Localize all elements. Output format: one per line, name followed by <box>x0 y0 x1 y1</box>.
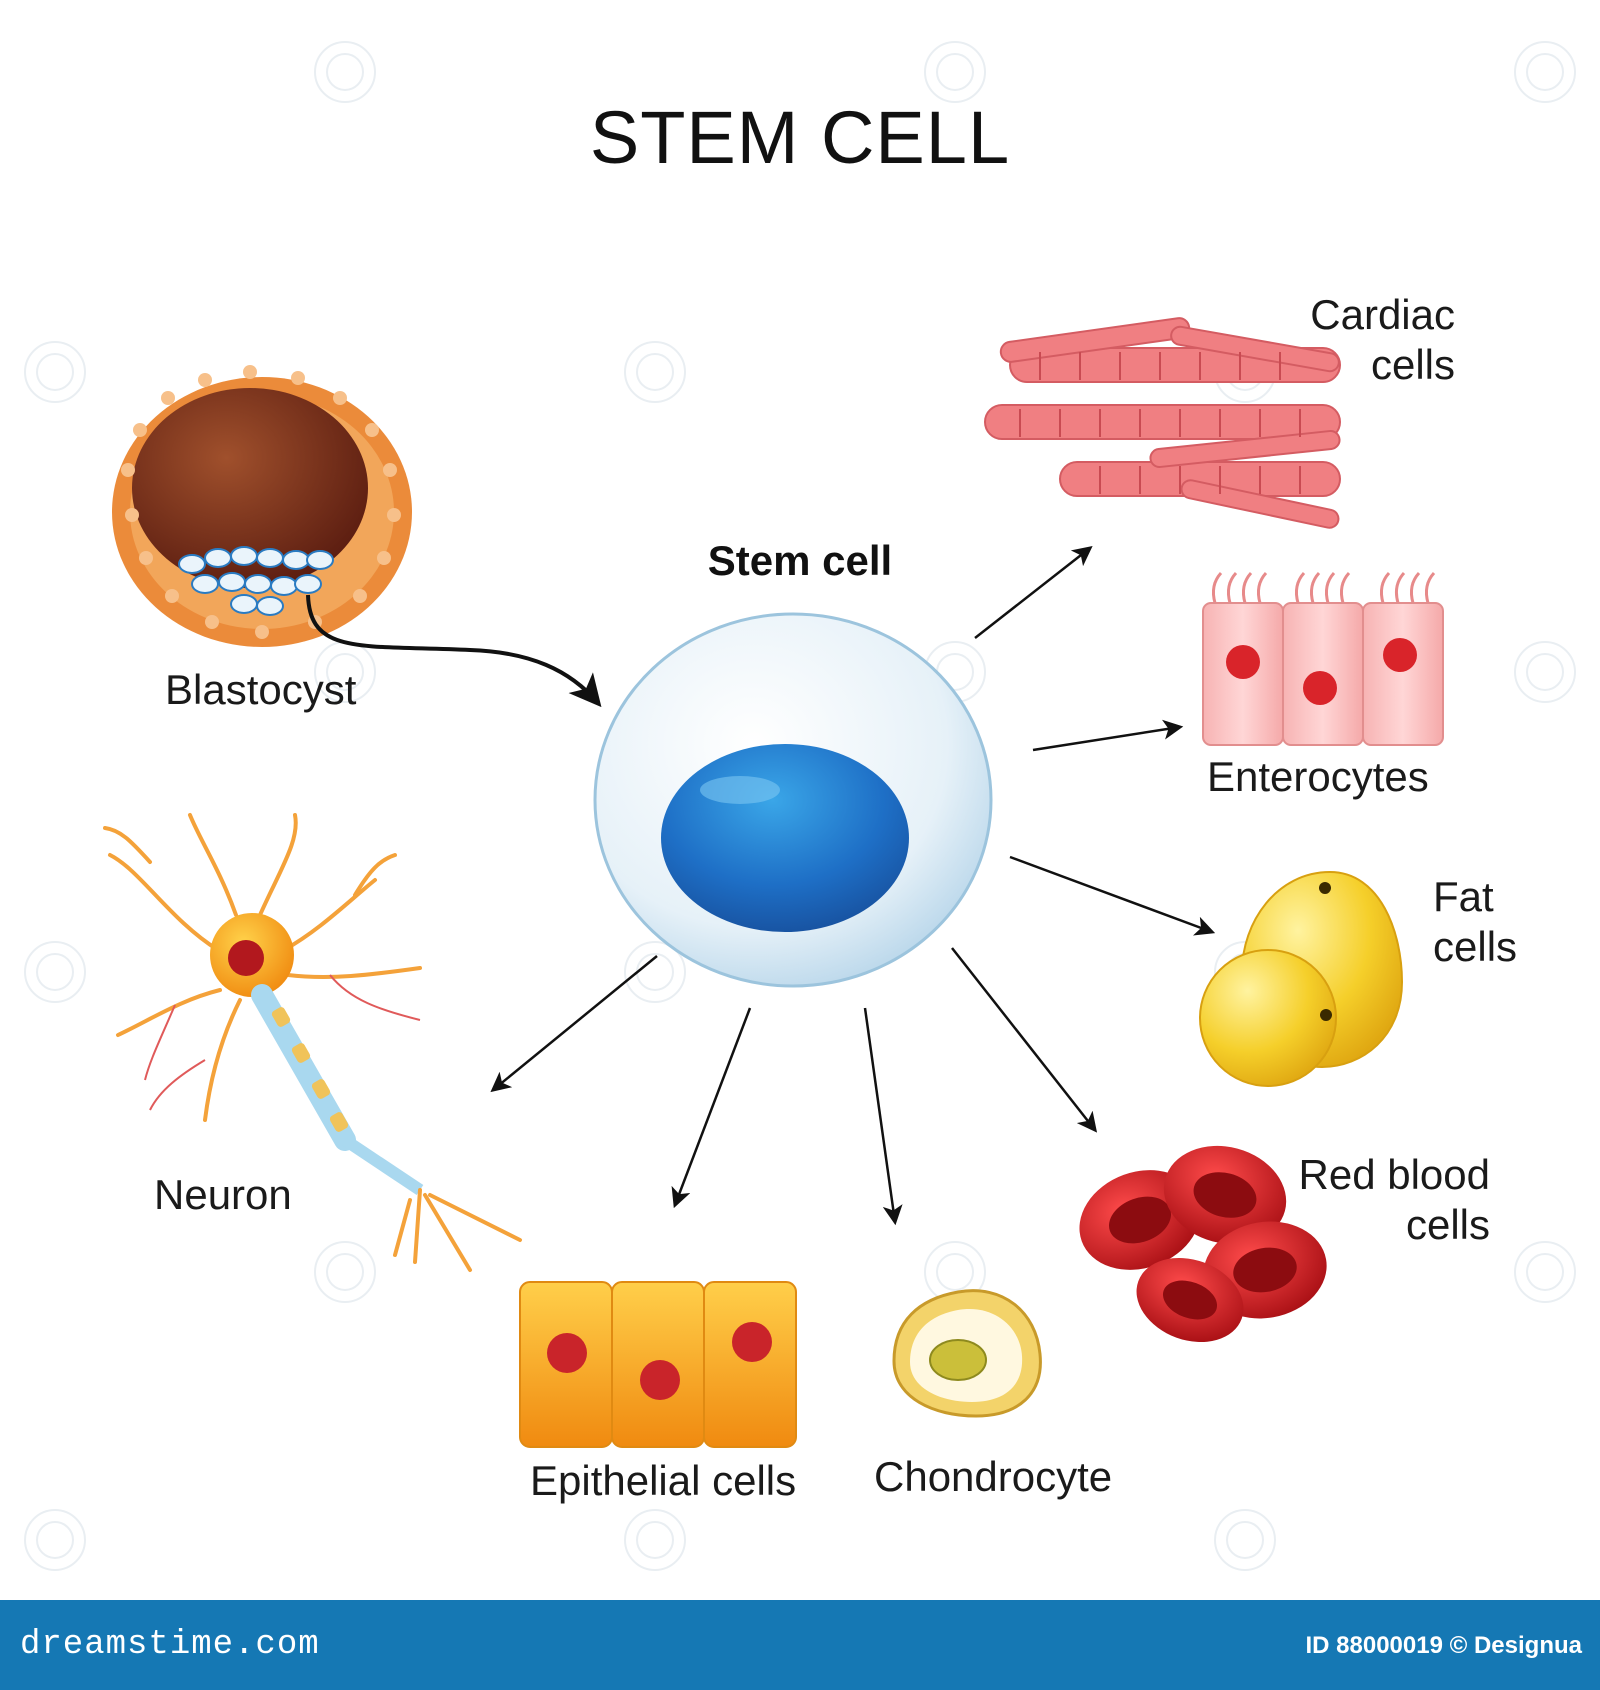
neuron-illustration <box>103 813 522 1272</box>
arrow-to-chondrocyte <box>863 1007 903 1226</box>
blastocyst-illustration <box>112 365 412 647</box>
stem-cell-label: Stem cell <box>707 537 893 584</box>
red-blood-cells-label: Red blood cells <box>1298 1151 1490 1248</box>
fat-cells-label: Fat cells <box>1433 873 1518 970</box>
epithelial-cells-label: Epithelial cells <box>530 1457 797 1504</box>
epithelial-cells-illustration <box>519 1281 797 1448</box>
chondrocyte-label: Chondrocyte <box>874 1453 1113 1500</box>
blastocyst-label: Blastocyst <box>165 666 357 713</box>
arrows <box>306 545 1216 1226</box>
arrow-to-fat-cells <box>1009 855 1216 936</box>
diagram-title: STEM CELL <box>589 96 1011 179</box>
footer-image-id: ID 88000019 © Designua <box>1305 1632 1583 1659</box>
arrow-to-neuron <box>490 955 658 1093</box>
enterocytes-illustration <box>1202 571 1444 746</box>
cardiac-cells-label: Cardiac cells <box>1310 291 1455 388</box>
footer-brand: dreamstime.com <box>20 1626 320 1664</box>
arrow-to-epithelial <box>671 1007 752 1209</box>
footer-bar: dreamstime.com ID 88000019 © Designua <box>0 1600 1600 1690</box>
red-blood-cells-illustration <box>1079 1145 1327 1343</box>
arrow-to-cardiac <box>974 545 1093 639</box>
arrow-to-red-blood-cells <box>951 947 1098 1133</box>
fat-cells-illustration <box>1199 870 1404 1087</box>
neuron-label: Neuron <box>154 1171 292 1218</box>
enterocytes-label: Enterocytes <box>1207 753 1429 800</box>
cardiac-cells-illustration <box>984 317 1341 529</box>
arrow-to-enterocytes <box>1032 719 1184 752</box>
chondrocyte-illustration <box>892 1289 1042 1418</box>
stem-cell-illustration <box>593 612 993 988</box>
arrow-blastocyst-to-stem-cell <box>306 594 602 708</box>
